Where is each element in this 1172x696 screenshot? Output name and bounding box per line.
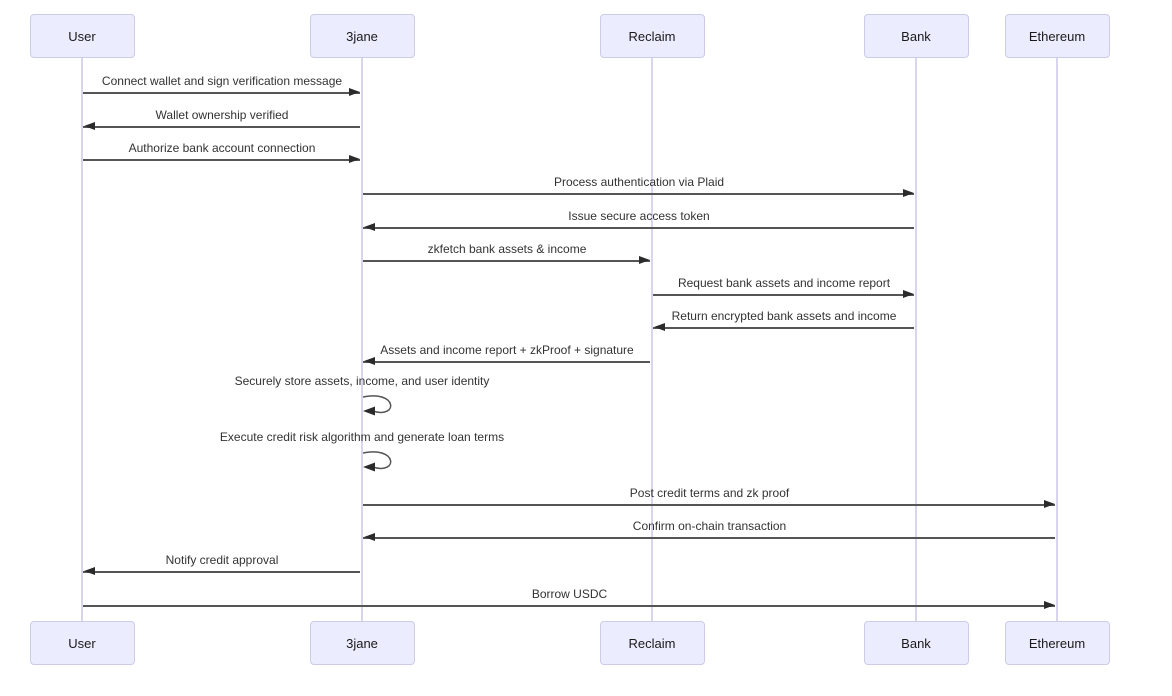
message-arrowhead-icon (349, 154, 360, 163)
message-label: Borrow USDC (531, 587, 608, 601)
message-line (83, 571, 360, 573)
self-message-loop-icon (362, 451, 392, 472)
actor-top-bank: Bank (863, 14, 969, 58)
actor-bottom-ethereum: Ethereum (1004, 621, 1110, 665)
message-arrowhead-icon (349, 87, 360, 96)
lifeline-reclaim (651, 58, 653, 621)
message-arrowhead-icon (654, 322, 665, 331)
message-label: Connect wallet and sign verification mes… (101, 74, 343, 88)
actor-label: Ethereum (1028, 635, 1086, 651)
message-label: Assets and income report + zkProof + sig… (380, 343, 634, 357)
actor-label: Bank (901, 635, 931, 651)
message-label: Wallet ownership verified (155, 108, 289, 122)
actor-bottom-bank: Bank (863, 621, 969, 665)
actor-label: Reclaim (628, 635, 676, 651)
message-label: zkfetch bank assets & income (427, 242, 587, 256)
message-line (83, 605, 1055, 607)
message-line (363, 361, 650, 363)
actor-label: Reclaim (628, 28, 676, 44)
actor-label: 3jane (346, 635, 378, 651)
message-arrowhead-icon (364, 222, 375, 231)
message-label: Request bank assets and income report (677, 276, 891, 290)
actor-top-ethereum: Ethereum (1004, 14, 1110, 58)
message-arrowhead-icon (639, 255, 650, 264)
message-arrowhead-icon (84, 121, 95, 130)
actor-bottom-user: User (29, 621, 135, 665)
message-arrowhead-icon (903, 289, 914, 298)
lifeline-ethereum (1056, 58, 1058, 621)
message-arrowhead-icon (1044, 600, 1055, 609)
message-line (83, 126, 360, 128)
actor-label: Ethereum (1028, 28, 1086, 44)
message-label: Process authentication via Plaid (553, 175, 725, 189)
message-arrowhead-icon (364, 356, 375, 365)
lifeline-3jane (361, 58, 363, 621)
message-arrowhead-icon (1044, 499, 1055, 508)
message-line (83, 92, 360, 94)
message-line (363, 537, 1055, 539)
message-label: Securely store assets, income, and user … (234, 374, 490, 388)
actor-bottom-reclaim: Reclaim (599, 621, 705, 665)
message-line (83, 159, 360, 161)
actor-label: User (68, 28, 96, 44)
message-line (653, 294, 914, 296)
message-label: Authorize bank account connection (128, 141, 316, 155)
message-line (363, 193, 914, 195)
message-label: Execute credit risk algorithm and genera… (219, 430, 505, 444)
lifeline-user (81, 58, 83, 621)
message-arrowhead-icon (364, 532, 375, 541)
actor-top-3jane: 3jane (309, 14, 415, 58)
actor-top-user: User (29, 14, 135, 58)
message-line (363, 260, 650, 262)
message-line (363, 504, 1055, 506)
message-label: Return encrypted bank assets and income (671, 309, 897, 323)
actor-label: 3jane (346, 28, 378, 44)
message-arrowhead-icon (903, 188, 914, 197)
message-line (363, 227, 914, 229)
message-line (653, 327, 914, 329)
message-label: Issue secure access token (568, 209, 710, 223)
actor-top-reclaim: Reclaim (599, 14, 705, 58)
actor-label: Bank (901, 28, 931, 44)
message-label: Post credit terms and zk proof (629, 486, 790, 500)
message-arrowhead-icon (84, 566, 95, 575)
actor-label: User (68, 635, 96, 651)
lifeline-bank (915, 58, 917, 621)
message-label: Notify credit approval (165, 553, 279, 567)
actor-bottom-3jane: 3jane (309, 621, 415, 665)
self-message-loop-icon (362, 395, 392, 416)
message-label: Confirm on-chain transaction (632, 519, 787, 533)
